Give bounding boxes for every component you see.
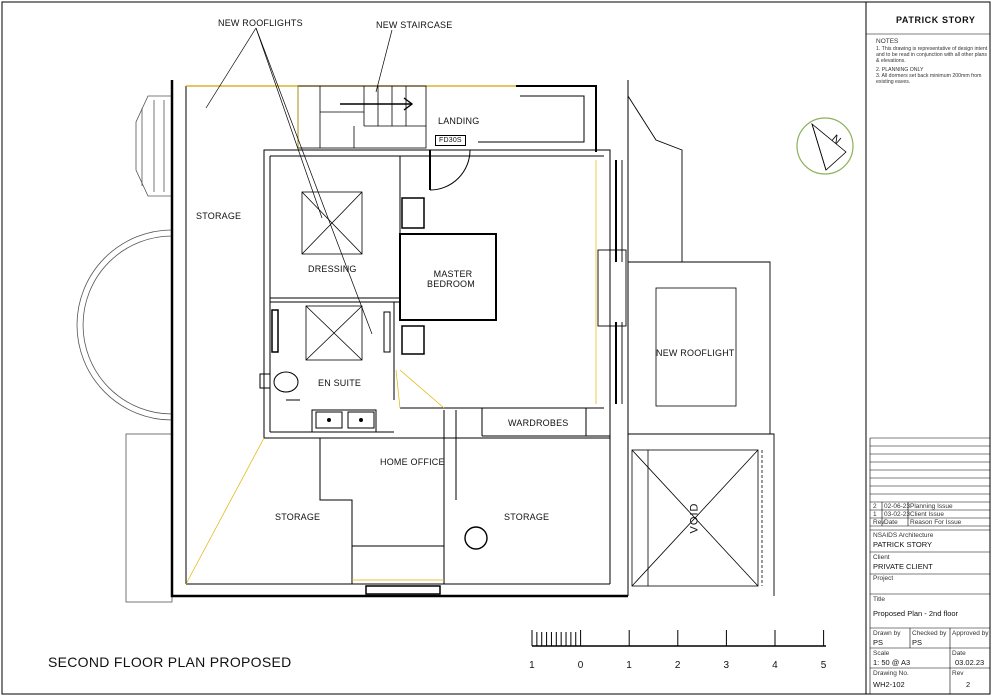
roof-line-markings bbox=[185, 86, 597, 585]
note-3: 3. All dormers set back minimum 200mm fr… bbox=[876, 73, 982, 85]
revision-1-date: 03-02-23 bbox=[884, 511, 911, 518]
firm-name: PATRICK STORY bbox=[873, 540, 933, 549]
checked-by-value: PS bbox=[912, 638, 923, 647]
title-label: Title bbox=[873, 596, 886, 603]
rooflights bbox=[301, 191, 737, 407]
title-block-grid bbox=[866, 33, 990, 694]
label-dressing: DRESSING bbox=[308, 264, 357, 274]
rev-value: 2 bbox=[966, 680, 971, 689]
label-storage-left: STORAGE bbox=[196, 211, 242, 221]
label-bedroom: BEDROOM bbox=[427, 279, 475, 289]
label-new-rooflights: NEW ROOFLIGHTS bbox=[218, 18, 303, 28]
drawn-by-label: Drawn by bbox=[873, 630, 901, 637]
scale-bar bbox=[531, 630, 826, 647]
label-master: MASTER bbox=[433, 269, 473, 279]
scale-bar-label: 1 bbox=[626, 660, 633, 671]
north-arrow bbox=[796, 117, 854, 175]
label-wardrobes: WARDROBES bbox=[508, 418, 569, 428]
scale-bar-label: 5 bbox=[820, 660, 827, 671]
drawing-no-value: WH2-102 bbox=[873, 680, 905, 689]
scale-bar-label: 4 bbox=[772, 660, 778, 671]
label-en-suite: EN SUITE bbox=[318, 378, 362, 388]
label-home-office: HOME OFFICE bbox=[380, 457, 445, 467]
label-landing: LANDING bbox=[438, 116, 480, 126]
client-label: Client bbox=[873, 554, 890, 561]
note-2: 2. PLANNING ONLY bbox=[876, 67, 924, 73]
scale-bar-label: 3 bbox=[723, 660, 730, 671]
rev-header-rev: Rev bbox=[873, 519, 885, 526]
project-label: Project bbox=[873, 575, 894, 582]
revision-1-reason: Client Issue bbox=[910, 511, 944, 518]
label-new-rooflight: NEW ROOFLIGHT bbox=[656, 348, 735, 358]
revision-2-date: 02-06-23 bbox=[884, 503, 911, 510]
date-value: 03.02.23 bbox=[955, 658, 985, 667]
drawn-by-value: PS bbox=[873, 638, 884, 647]
client-value: PRIVATE CLIENT bbox=[873, 562, 933, 571]
front-window bbox=[365, 585, 441, 595]
revision-1-rev: 1 bbox=[873, 511, 877, 518]
note-1: 1. This drawing is representative of des… bbox=[876, 46, 988, 64]
firm-sub: NSAIDS Architecture bbox=[873, 532, 934, 539]
date-label: Date bbox=[952, 650, 966, 657]
drawing-no-label: Drawing No. bbox=[873, 670, 909, 677]
rev-label: Rev bbox=[952, 670, 964, 677]
label-new-staircase: NEW STAIRCASE bbox=[376, 20, 453, 30]
scale-bar-label: 0 bbox=[577, 660, 584, 671]
scale-value: 1: 50 @ A3 bbox=[873, 658, 911, 667]
scale-label: Scale bbox=[873, 650, 890, 657]
bedroom-furniture bbox=[399, 197, 497, 355]
checked-by-label: Checked by bbox=[912, 630, 947, 637]
title-block-firm-top: PATRICK STORY bbox=[896, 15, 976, 25]
annotation-leaders bbox=[205, 27, 393, 335]
title-value: Proposed Plan - 2nd floor bbox=[873, 609, 959, 618]
rev-header-date: Date bbox=[884, 519, 898, 526]
revision-2-reason: Planning Issue bbox=[910, 503, 953, 510]
approved-by-label: Approved by bbox=[952, 630, 989, 637]
dormer-and-rooflight-area bbox=[597, 80, 775, 596]
adjacent-bay-window bbox=[76, 95, 173, 603]
rev-header-reason: Reason For Issue bbox=[910, 519, 962, 526]
notes-heading: NOTES bbox=[876, 38, 899, 45]
label-storage-bottom-left: STORAGE bbox=[275, 512, 321, 522]
revision-2-rev: 2 bbox=[873, 503, 877, 510]
new-staircase bbox=[297, 85, 427, 149]
scale-bar-label: 1 bbox=[529, 660, 535, 671]
scale-bar-label: 2 bbox=[674, 660, 681, 671]
door-rating-tag: FD30S bbox=[435, 135, 466, 146]
ensuite-fittings bbox=[259, 309, 488, 550]
label-storage-bottom-right: STORAGE bbox=[504, 512, 550, 522]
void-area bbox=[631, 449, 763, 587]
label-void: VOID bbox=[688, 502, 701, 534]
drawing-title: SECOND FLOOR PLAN PROPOSED bbox=[48, 654, 292, 670]
